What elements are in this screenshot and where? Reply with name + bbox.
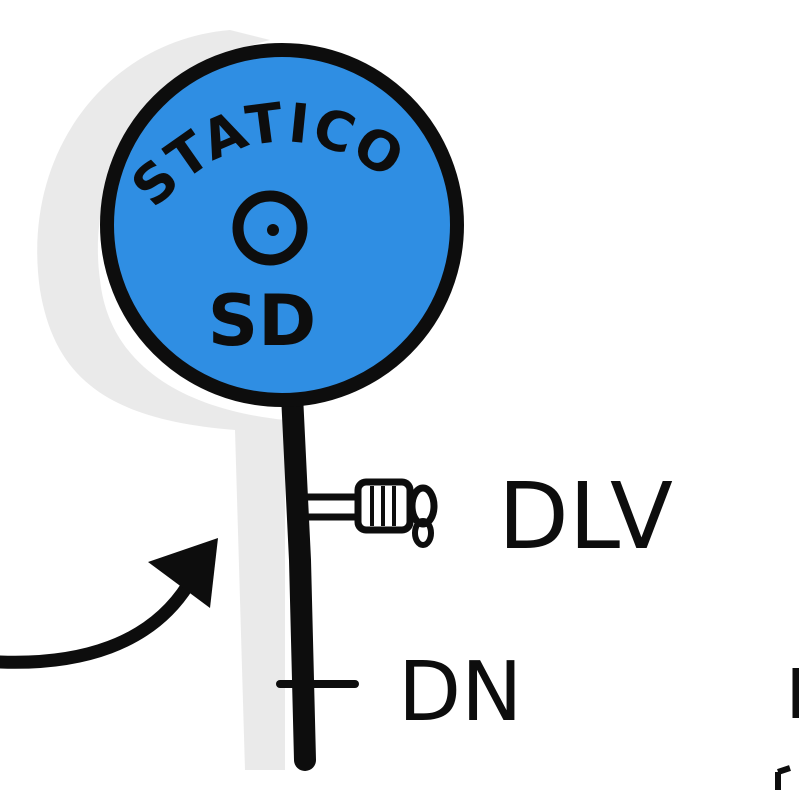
label-dn: DN (398, 645, 522, 740)
curved-arrow-icon (0, 538, 218, 662)
sign-pole (292, 395, 305, 760)
edge-marks (778, 668, 796, 790)
label-dlv: DLV (498, 463, 673, 570)
dlv-fitting-icon (306, 482, 434, 545)
sign-bottom-text: SD (208, 280, 317, 362)
statico-sign: STATICO SD (107, 50, 457, 400)
